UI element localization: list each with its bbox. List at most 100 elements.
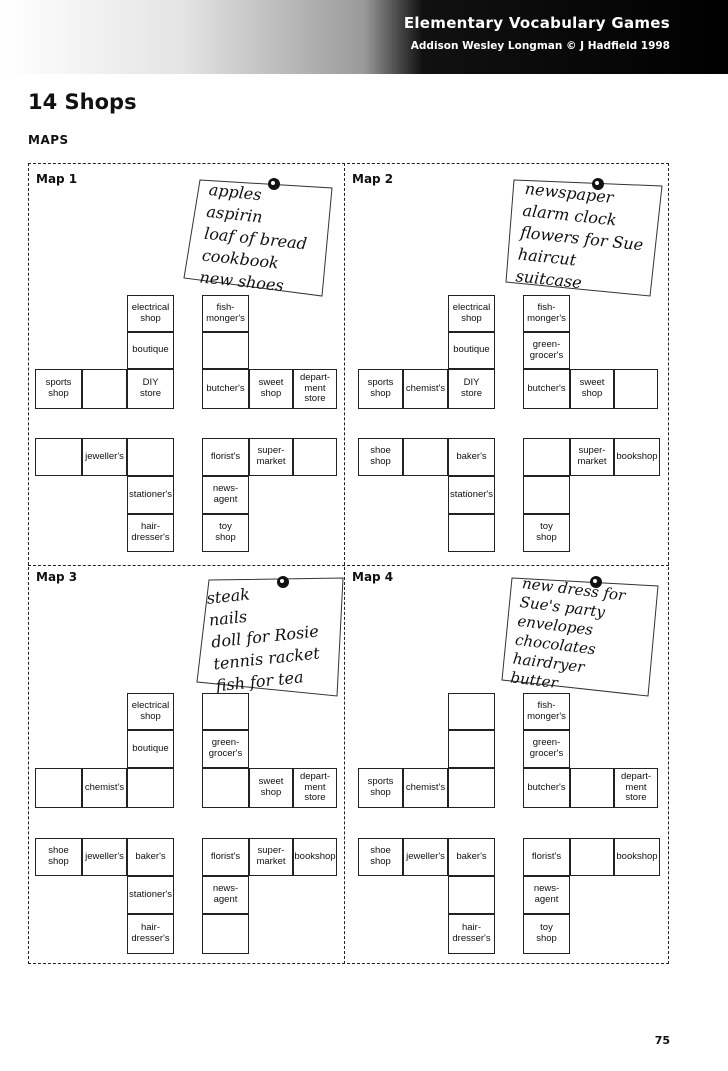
map4-cell: chemist's <box>403 768 448 808</box>
map1-pin-icon <box>268 178 280 190</box>
map4-cell <box>448 768 495 808</box>
map3-cell: chemist's <box>82 768 127 808</box>
map4-cell: butcher's <box>523 768 570 808</box>
map3-cell <box>202 914 249 954</box>
maps-frame <box>28 163 669 964</box>
map3-cell <box>35 768 82 808</box>
map1-cell: boutique <box>127 332 174 369</box>
section-label: MAPS <box>28 133 69 147</box>
map4-shopping-note: new dress for Sue's party envelopes choc… <box>498 574 663 698</box>
map3-cell: shoe shop <box>35 838 82 876</box>
map3-cell: stationer's <box>127 876 174 914</box>
map1-cell: news- agent <box>202 476 249 514</box>
map2-cell: electrical shop <box>448 295 495 332</box>
map1-note-paper <box>183 179 333 297</box>
map2-cell: DIY store <box>448 369 495 409</box>
map2-cell <box>523 476 570 514</box>
map1-cell: stationer's <box>127 476 174 514</box>
map1-cell <box>202 332 249 369</box>
map4-cell: sports shop <box>358 768 403 808</box>
map3-cell: jeweller's <box>82 838 127 876</box>
map4-note-text: new dress for Sue's party envelopes choc… <box>509 574 627 693</box>
map4-cell: depart- ment store <box>614 768 658 808</box>
map1-cell: fish- monger's <box>202 295 249 332</box>
map3-cell: sweet shop <box>249 768 293 808</box>
map2-note-text: newspaper alarm clock flowers for Sue ha… <box>514 178 645 293</box>
map4-note-paper <box>501 577 659 697</box>
map2-shopping-note: newspaper alarm clock flowers for Sue ha… <box>500 178 665 300</box>
header-publisher: Addison Wesley Longman © J Hadfield 1998 <box>410 40 670 52</box>
map1-cell <box>35 438 82 476</box>
map4-cell: green- grocer's <box>523 730 570 768</box>
map4-cell: fish- monger's <box>523 693 570 730</box>
map3-cell <box>127 768 174 808</box>
map1-cell <box>293 438 337 476</box>
map1-title: Map 1 <box>36 172 78 186</box>
map3-shopping-note: steak nails doll for Rosie tennis racket… <box>195 576 345 698</box>
map1-cell <box>82 369 127 409</box>
map2-cell <box>448 514 495 552</box>
map2-cell: boutique <box>448 332 495 369</box>
horizontal-divider <box>28 565 669 566</box>
map4-cell: bookshop <box>614 838 660 876</box>
map3-cell: bookshop <box>293 838 337 876</box>
map2-cell <box>403 438 448 476</box>
map2-cell <box>523 438 570 476</box>
map2-cell: stationer's <box>448 476 495 514</box>
map1-cell: hair- dresser's <box>127 514 174 552</box>
map3-note-paper <box>196 577 344 697</box>
map2-note-paper <box>505 179 663 297</box>
map4-cell <box>448 693 495 730</box>
map4-cell <box>448 730 495 768</box>
map1-cell: jeweller's <box>82 438 127 476</box>
map1-cell: super- market <box>249 438 293 476</box>
map4-cell: florist's <box>523 838 570 876</box>
map3-cell: baker's <box>127 838 174 876</box>
map2-cell: super- market <box>570 438 614 476</box>
header-band <box>0 0 728 74</box>
map1-cell: toy shop <box>202 514 249 552</box>
map1-cell: sweet shop <box>249 369 293 409</box>
map3-cell: hair- dresser's <box>127 914 174 954</box>
map3-cell <box>202 693 249 730</box>
map3-title: Map 3 <box>36 570 78 584</box>
map4-pin-icon <box>590 576 602 588</box>
map1-cell: depart- ment store <box>293 369 337 409</box>
map3-cell: super- market <box>249 838 293 876</box>
map3-note-text: steak nails doll for Rosie tennis racket… <box>205 584 321 696</box>
map1-note-text: apples aspirin loaf of bread cookbook ne… <box>198 179 308 296</box>
map2-title: Map 2 <box>352 172 394 186</box>
map2-cell: butcher's <box>523 369 570 409</box>
header-title: Elementary Vocabulary Games <box>403 14 670 32</box>
map4-cell <box>570 768 614 808</box>
map4-cell: jeweller's <box>403 838 448 876</box>
vertical-divider <box>344 163 345 964</box>
map1-shopping-note: apples aspirin loaf of bread cookbook ne… <box>182 178 342 298</box>
map4-cell: news- agent <box>523 876 570 914</box>
map4-title: Map 4 <box>352 570 394 584</box>
map3-cell: news- agent <box>202 876 249 914</box>
map1-cell: DIY store <box>127 369 174 409</box>
map4-cell: baker's <box>448 838 495 876</box>
map3-cell <box>202 768 249 808</box>
map1-cell <box>127 438 174 476</box>
map3-cell: boutique <box>127 730 174 768</box>
map1-cell: electrical shop <box>127 295 174 332</box>
map2-cell <box>614 369 658 409</box>
map2-cell: toy shop <box>523 514 570 552</box>
map2-cell: baker's <box>448 438 495 476</box>
map2-cell: fish- monger's <box>523 295 570 332</box>
map3-cell: depart- ment store <box>293 768 337 808</box>
map3-pin-icon <box>277 576 289 588</box>
map4-cell: toy shop <box>523 914 570 954</box>
map3-cell: florist's <box>202 838 249 876</box>
map4-cell <box>448 876 495 914</box>
map4-cell: hair- dresser's <box>448 914 495 954</box>
map1-cell: sports shop <box>35 369 82 409</box>
map2-cell: green- grocer's <box>523 332 570 369</box>
map3-cell: electrical shop <box>127 693 174 730</box>
map4-cell: shoe shop <box>358 838 403 876</box>
map2-cell: sports shop <box>358 369 403 409</box>
unit-title: 14 Shops <box>28 90 137 114</box>
map1-cell: butcher's <box>202 369 249 409</box>
